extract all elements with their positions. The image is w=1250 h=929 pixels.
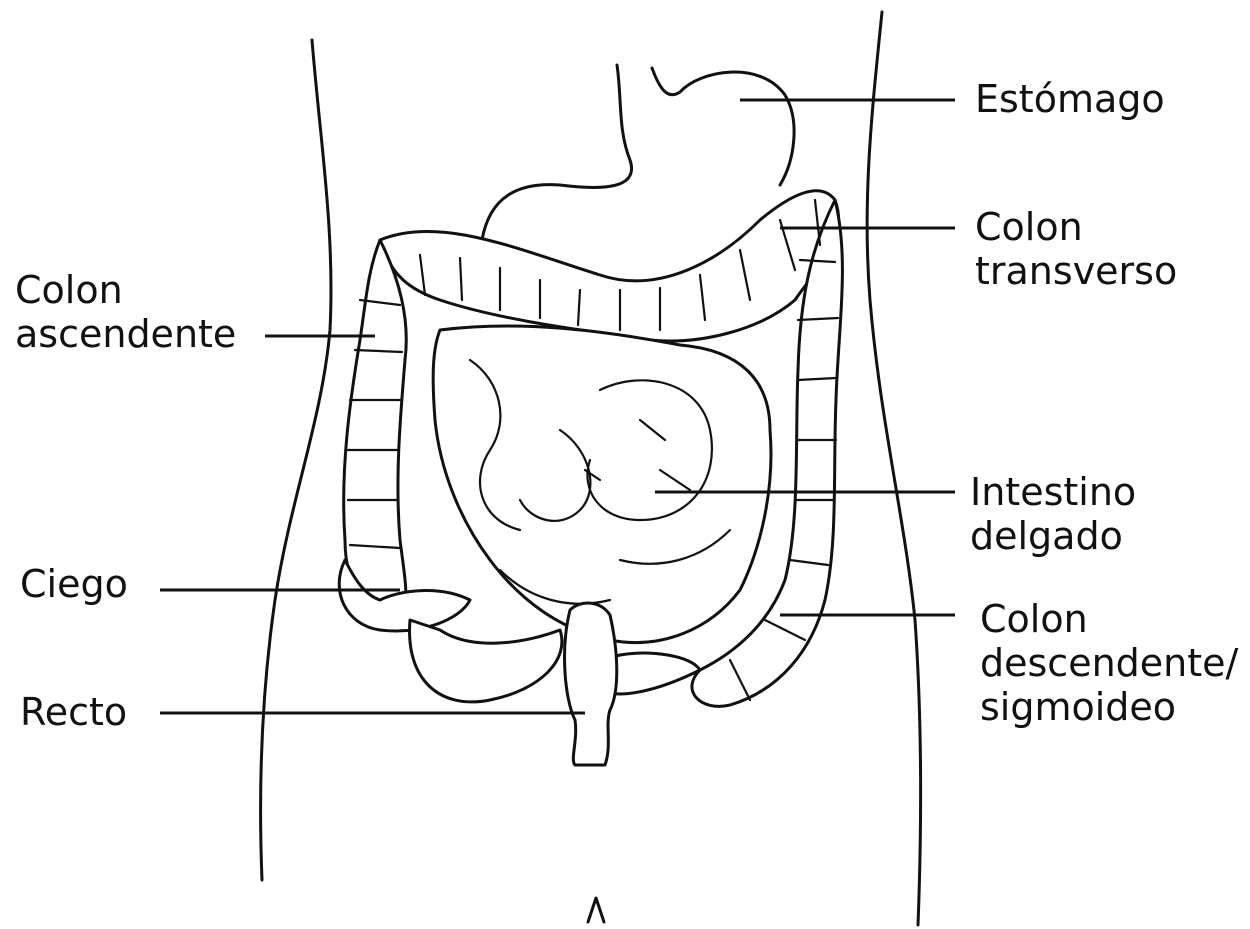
label-recto-text: Recto <box>20 690 127 734</box>
label-intestino-delgado: Intestino delgado <box>970 470 1136 558</box>
label-colon-transverso-line2: transverso <box>975 249 1177 293</box>
label-colon-ascendente-line1: Colon <box>15 268 236 312</box>
label-colon-descendente-line2: descendente/ <box>980 641 1238 685</box>
label-recto: Recto <box>20 690 127 734</box>
label-colon-descendente-line3: sigmoideo <box>980 685 1238 729</box>
label-colon-ascendente-line2: ascendente <box>15 312 236 356</box>
crotch-mark <box>588 898 604 922</box>
label-estomago: Estómago <box>975 77 1165 121</box>
torso-left-outline <box>261 40 331 880</box>
label-colon-ascendente: Colon ascendente <box>15 268 236 356</box>
colon-transverse <box>380 191 839 341</box>
label-colon-descendente: Colon descendente/ sigmoideo <box>980 597 1238 729</box>
colon-ascending <box>344 240 407 612</box>
rectum <box>565 603 617 765</box>
label-estomago-text: Estómago <box>975 77 1165 121</box>
stomach-outline <box>652 68 794 185</box>
label-colon-transverso: Colon transverso <box>975 205 1177 293</box>
label-intestino-delgado-line2: delgado <box>970 514 1136 558</box>
label-intestino-delgado-line1: Intestino <box>970 470 1136 514</box>
label-colon-transverso-line1: Colon <box>975 205 1177 249</box>
lower-bowel-loop <box>410 620 562 702</box>
label-colon-descendente-line1: Colon <box>980 597 1238 641</box>
esophagus <box>482 65 632 240</box>
label-ciego: Ciego <box>20 562 128 606</box>
label-ciego-text: Ciego <box>20 562 128 606</box>
torso-right-outline <box>867 12 921 925</box>
